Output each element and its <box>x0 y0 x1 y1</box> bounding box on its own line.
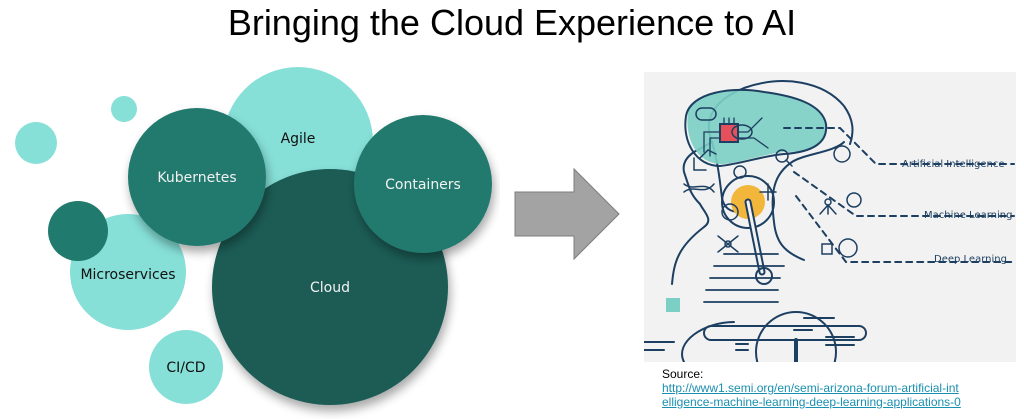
chat-bubble-icon <box>695 107 717 121</box>
bubble-dot-left <box>15 122 57 164</box>
bubble-circle <box>354 115 492 253</box>
bubble-label: Cloud <box>310 280 350 296</box>
gear-icon <box>733 165 747 179</box>
bubble-dot-small <box>111 96 137 122</box>
bubble-label: Agile <box>281 131 316 147</box>
bubble-dot-dark <box>48 201 108 261</box>
plus-icon <box>759 183 777 201</box>
hierarchy-icon <box>819 198 837 215</box>
bubble-ci-cd: CI/CD <box>149 330 223 404</box>
ai-illustration: Artificial Intelligence Machine Learning… <box>644 72 1016 362</box>
page-title: Bringing the Cloud Experience to AI <box>227 2 797 43</box>
lightbulb-gear-icon <box>846 192 862 208</box>
magnifier-icon <box>775 149 793 167</box>
bubble-circle <box>111 96 137 122</box>
bubble-circle <box>128 108 266 246</box>
fingerprint-icon <box>721 203 739 221</box>
source-citation: Source: http://www1.semi.org/en/semi-ari… <box>662 367 962 409</box>
source-link[interactable]: http://www1.semi.org/en/semi-arizona-for… <box>662 381 961 409</box>
human-head-chip-icon <box>838 238 858 258</box>
source-label: Source: <box>662 367 704 381</box>
network-icon <box>717 235 739 253</box>
bubble-circle <box>15 122 57 164</box>
bubble-containers: Containers <box>354 115 492 253</box>
label-deep-learning: Deep Learning <box>934 254 1007 265</box>
robot-arm-icon <box>693 149 717 171</box>
label-machine-learning: Machine Learning <box>924 210 1012 221</box>
ai-head-icon <box>833 145 851 163</box>
dna-icon <box>683 183 715 193</box>
robot-head-icon <box>644 80 867 362</box>
chip-icon <box>821 243 833 255</box>
bubble-circle <box>48 201 108 261</box>
bubble-circle <box>149 330 223 404</box>
bubble-label: Microservices <box>80 267 175 283</box>
right-arrow-icon <box>514 167 620 261</box>
bubble-label: Containers <box>385 177 461 193</box>
bubble-kubernetes: Kubernetes <box>128 108 266 246</box>
bubble-label: Kubernetes <box>157 170 236 186</box>
dashed-connector-lines <box>783 127 1015 263</box>
brain-icon <box>731 124 753 140</box>
label-artificial-intelligence: Artificial Intelligence <box>902 159 1005 170</box>
bubble-label: CI/CD <box>166 360 205 376</box>
